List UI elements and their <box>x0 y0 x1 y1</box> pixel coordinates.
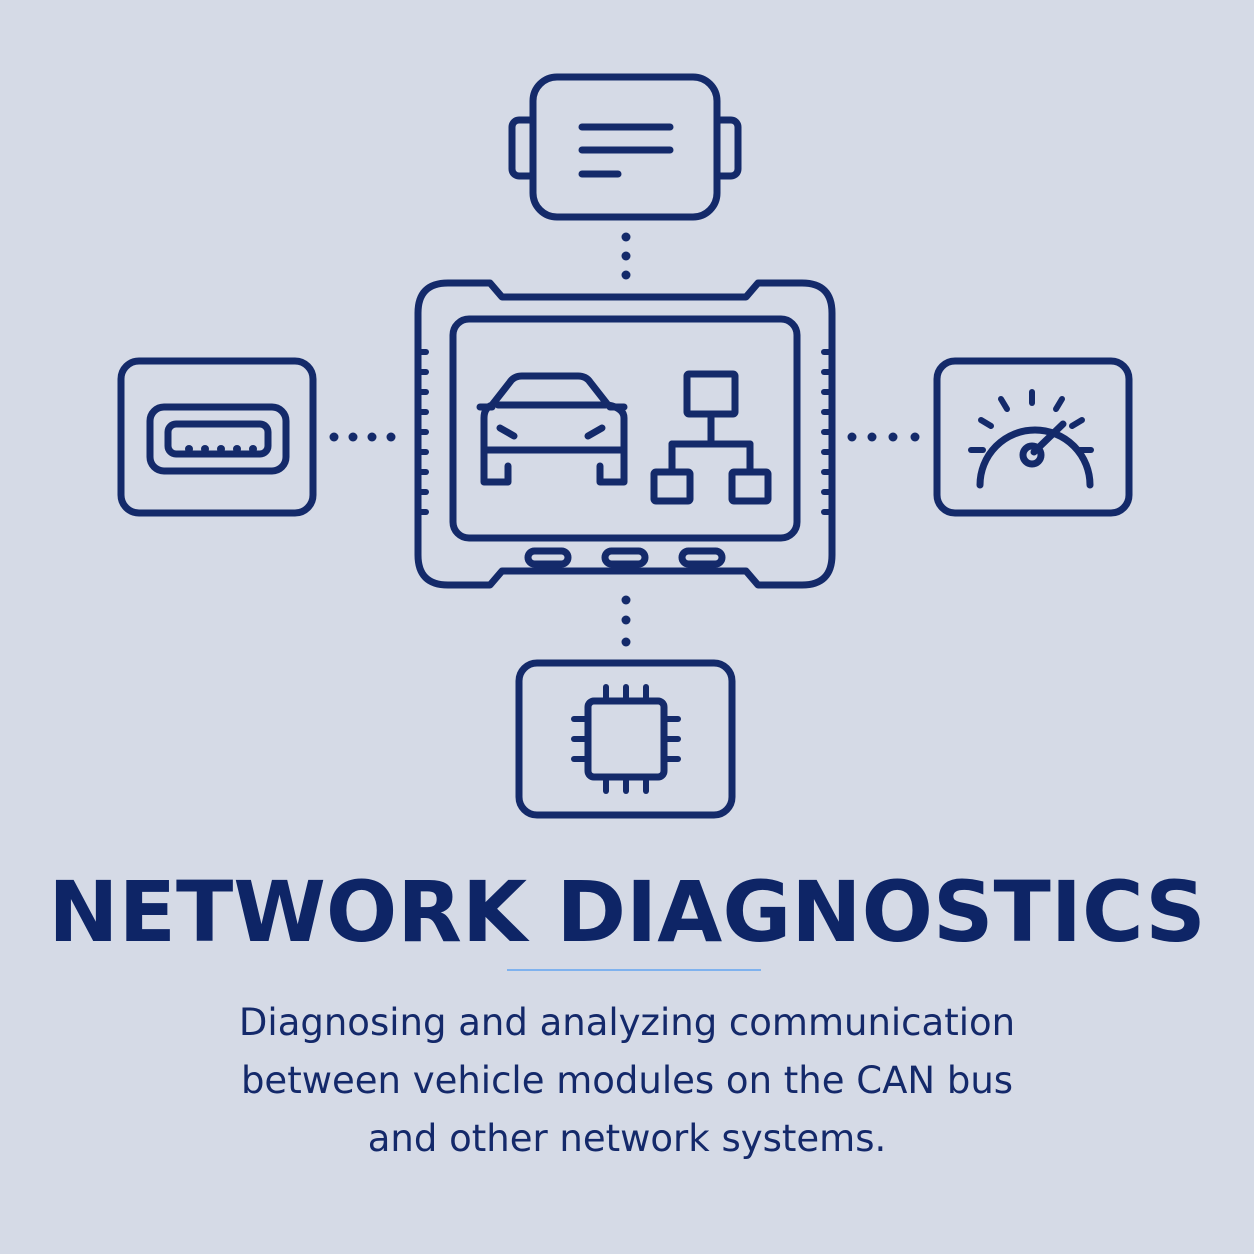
tablet-button-1 <box>524 547 572 568</box>
diagnostic-tablet-icon <box>414 279 836 589</box>
module-icon <box>508 73 742 221</box>
description-line-1: Diagnosing and analyzing communication <box>238 1001 1016 1044</box>
description: Diagnosing and analyzing communication b… <box>0 994 1254 1168</box>
connector-left <box>329 432 396 442</box>
network-diagram <box>117 73 1133 819</box>
title-divider <box>507 969 761 971</box>
obd-port-icon <box>117 357 317 517</box>
network-tree-icon <box>650 370 772 505</box>
tablet-screen <box>449 315 801 542</box>
tablet-button-3 <box>678 547 726 568</box>
car-icon <box>476 372 628 486</box>
connector-right <box>847 432 920 442</box>
connector-bottom <box>621 595 631 647</box>
microchip-icon <box>515 659 736 819</box>
connector-top <box>621 232 631 280</box>
speedometer-icon <box>933 357 1133 517</box>
description-line-3: and other network systems. <box>367 1117 887 1160</box>
description-line-2: between vehicle modules on the CAN bus <box>240 1059 1014 1102</box>
page-title: NETWORK DIAGNOSTICS <box>48 863 1206 961</box>
tablet-button-2 <box>601 547 649 568</box>
